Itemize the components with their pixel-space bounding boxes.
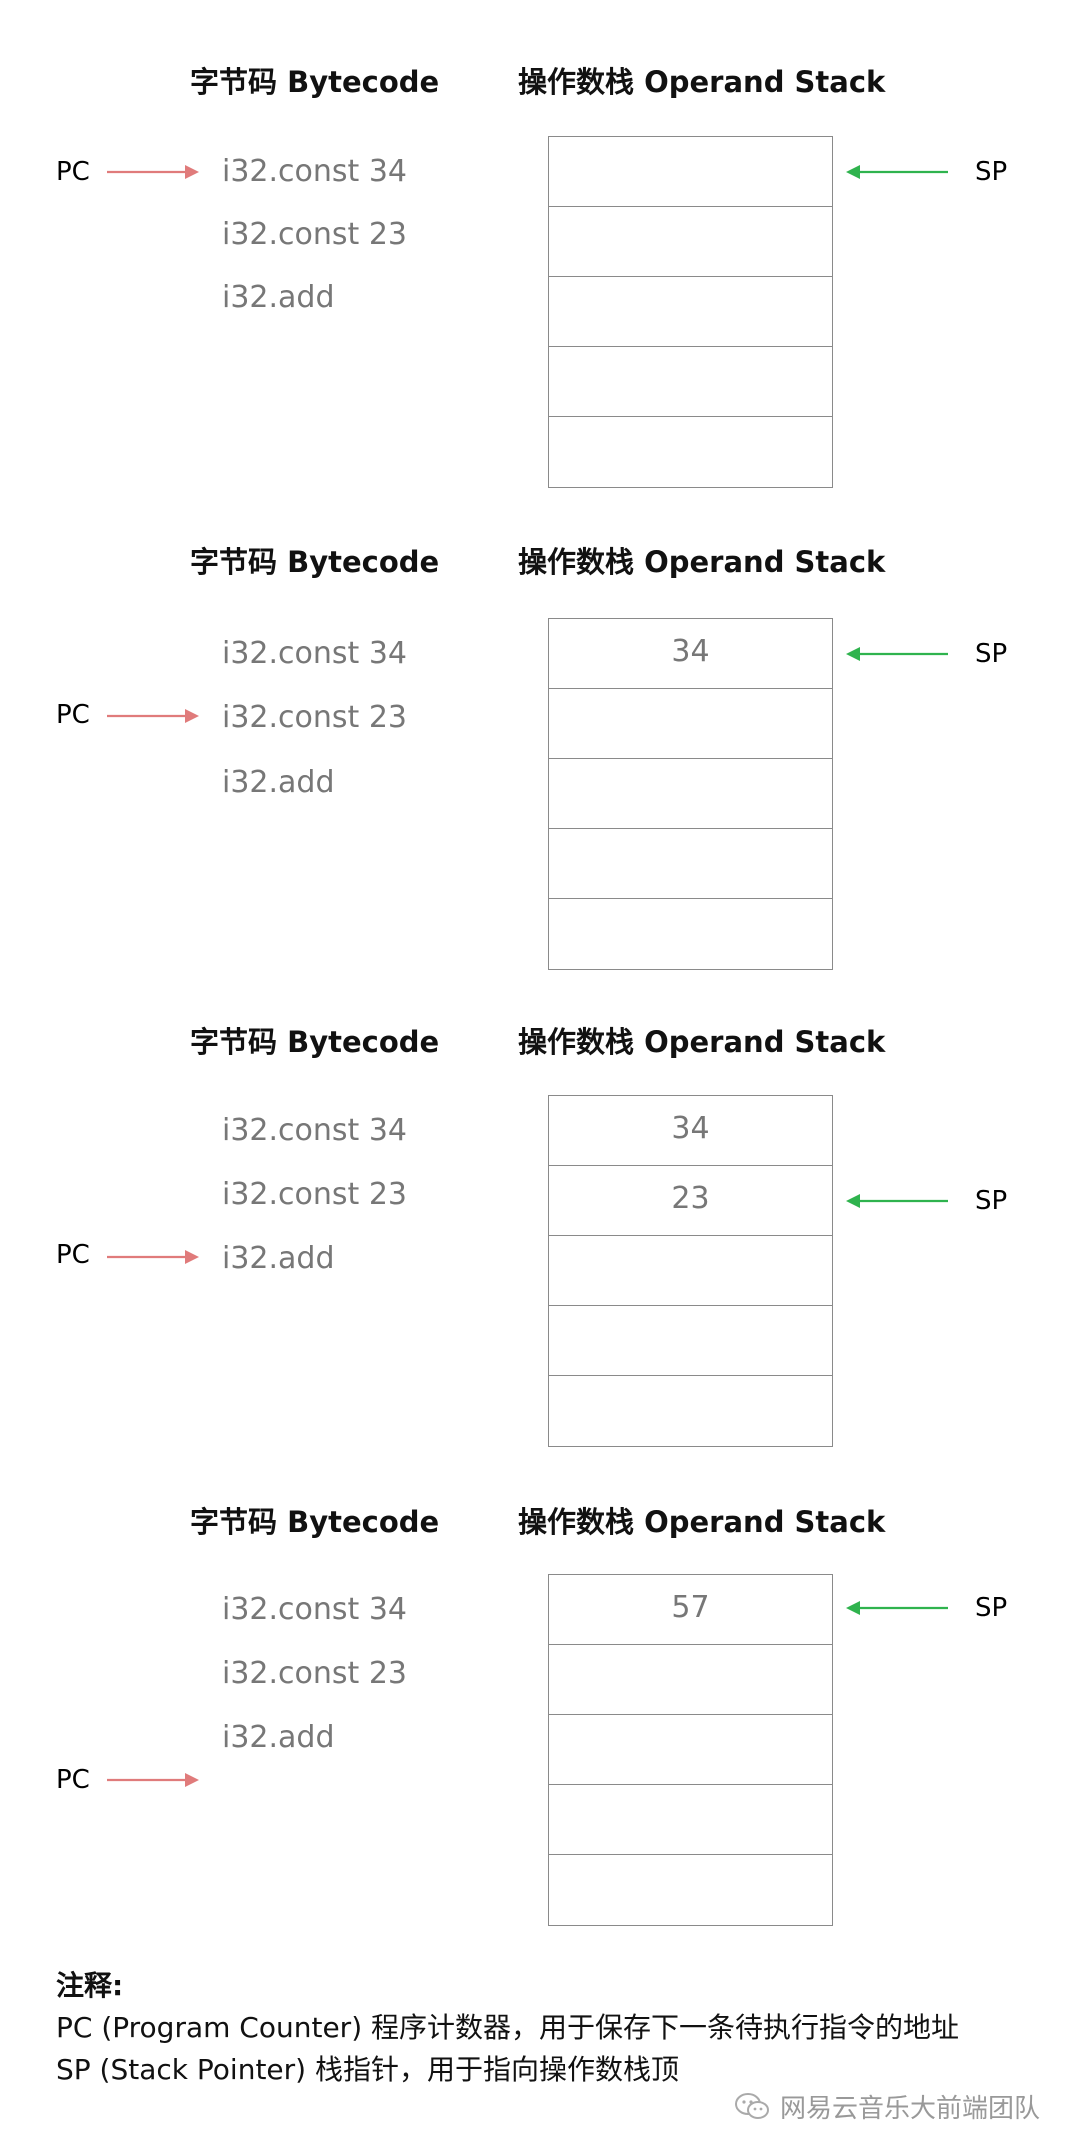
step-panel-1: 字节码 Bytecode 操作数栈 Operand Stack i32.cons… <box>0 62 1080 532</box>
instruction-1: i32.const 34 <box>222 1113 408 1148</box>
step-panel-3: 字节码 Bytecode 操作数栈 Operand Stack i32.cons… <box>0 1022 1080 1492</box>
pc-arrow-icon <box>107 1773 199 1787</box>
instruction-3: i32.add <box>222 1720 335 1755</box>
operand-stack-header: 操作数栈 Operand Stack <box>518 65 886 99</box>
instruction-1: i32.const 34 <box>222 154 408 189</box>
operand-stack <box>548 136 833 488</box>
pc-label: PC <box>56 700 90 730</box>
sp-arrow-icon <box>846 647 948 661</box>
stack-cell: 34 <box>549 1096 832 1166</box>
stack-cell <box>549 759 832 829</box>
sp-label: SP <box>975 1593 1008 1623</box>
sp-arrow-icon <box>846 1194 948 1208</box>
watermark: 网易云音乐大前端团队 <box>734 2088 1040 2125</box>
notes: 注释: PC (Program Counter) 程序计数器，用于保存下一条待执… <box>56 1965 959 2091</box>
stack-cell <box>549 1376 832 1446</box>
stack-cell: 34 <box>549 619 832 689</box>
instruction-2: i32.const 23 <box>222 217 408 252</box>
stack-cell <box>549 689 832 759</box>
pc-label: PC <box>56 157 90 187</box>
operand-stack-header: 操作数栈 Operand Stack <box>518 545 886 579</box>
stack-cell: 57 <box>549 1575 832 1645</box>
instruction-2: i32.const 23 <box>222 700 408 735</box>
bytecode-header: 字节码 Bytecode <box>190 1025 440 1059</box>
stack-cell <box>549 829 832 899</box>
instruction-1: i32.const 34 <box>222 636 408 671</box>
sp-label: SP <box>975 1186 1008 1216</box>
pc-arrow-icon <box>107 1250 199 1264</box>
stack-cell <box>549 137 832 207</box>
stack-cell <box>549 347 832 417</box>
bytecode-header: 字节码 Bytecode <box>190 65 440 99</box>
stack-cell <box>549 417 832 487</box>
wechat-icon <box>734 2092 769 2119</box>
operand-stack-header: 操作数栈 Operand Stack <box>518 1025 886 1059</box>
stack-cell <box>549 1855 832 1925</box>
stack-cell <box>549 1645 832 1715</box>
step-panel-4: 字节码 Bytecode 操作数栈 Operand Stack i32.cons… <box>0 1502 1080 1972</box>
instruction-3: i32.add <box>222 280 335 315</box>
pc-note: PC (Program Counter) 程序计数器，用于保存下一条待执行指令的… <box>56 2011 960 2044</box>
operand-stack-header: 操作数栈 Operand Stack <box>518 1505 886 1539</box>
instruction-2: i32.const 23 <box>222 1656 408 1691</box>
sp-label: SP <box>975 157 1008 187</box>
watermark-text: 网易云音乐大前端团队 <box>779 2094 1040 2124</box>
stack-cell <box>549 277 832 347</box>
operand-stack: 57 <box>548 1574 833 1926</box>
step-panel-2: 字节码 Bytecode 操作数栈 Operand Stack i32.cons… <box>0 542 1080 1012</box>
stack-cell <box>549 1715 832 1785</box>
stack-cell <box>549 1236 832 1306</box>
instruction-3: i32.add <box>222 765 335 800</box>
instruction-2: i32.const 23 <box>222 1177 408 1212</box>
operand-stack: 34 <box>548 618 833 970</box>
stack-cell: 23 <box>549 1166 832 1236</box>
instruction-1: i32.const 34 <box>222 1592 408 1627</box>
pc-label: PC <box>56 1765 90 1795</box>
bytecode-header: 字节码 Bytecode <box>190 1505 440 1539</box>
bytecode-header: 字节码 Bytecode <box>190 545 440 579</box>
pc-arrow-icon <box>107 709 199 723</box>
sp-label: SP <box>975 639 1008 669</box>
sp-note: SP (Stack Pointer) 栈指针，用于指向操作数栈顶 <box>56 2053 679 2086</box>
stack-cell <box>549 207 832 277</box>
pc-arrow-icon <box>107 165 199 179</box>
stack-cell <box>549 1306 832 1376</box>
sp-arrow-icon <box>846 165 948 179</box>
operand-stack: 34 23 <box>548 1095 833 1447</box>
notes-title: 注释: <box>56 1969 124 2002</box>
sp-arrow-icon <box>846 1601 948 1615</box>
pc-label: PC <box>56 1240 90 1270</box>
instruction-3: i32.add <box>222 1241 335 1276</box>
stack-cell <box>549 1785 832 1855</box>
stack-cell <box>549 899 832 969</box>
